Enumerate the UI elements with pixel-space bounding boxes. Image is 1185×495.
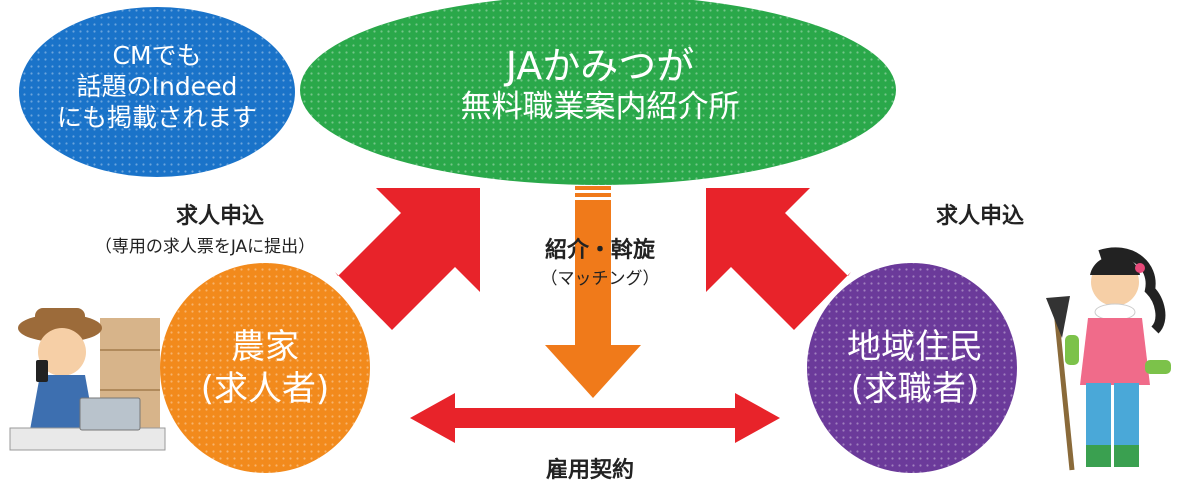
center-arrow-label: 紹介・斡旋 <box>544 238 655 263</box>
left-arrow-sublabel: （専用の求人票をJAに提出） <box>94 237 316 257</box>
indeed-bubble-text: CMでも 話題のIndeed にも掲載されます <box>32 40 282 133</box>
woman-with-hoe-illustration <box>1046 247 1171 471</box>
center-arrow-sublabel: （マッチング） <box>540 269 660 289</box>
right-up-arrow <box>706 188 851 330</box>
employer-text: 農家 (求人者) <box>165 326 365 410</box>
center-org-subtitle: 無料職業案内紹介所 <box>460 89 740 125</box>
employer-line-2: (求人者) <box>200 369 330 409</box>
indeed-line-3: にも掲載されます <box>56 103 257 132</box>
employer-line-1: 農家 <box>231 327 299 367</box>
left-up-arrow <box>335 188 480 330</box>
jobseeker-text: 地域住民 (求職者) <box>800 326 1030 410</box>
right-arrow-label: 求人申込 <box>935 204 1024 229</box>
indeed-line-2: 話題のIndeed <box>76 72 238 101</box>
employment-double-arrow <box>410 393 780 443</box>
left-arrow-label: 求人申込 <box>175 204 264 229</box>
jobseeker-line-1: 地域住民 <box>847 327 983 367</box>
indeed-line-1: CMでも <box>112 41 202 70</box>
center-down-arrow <box>545 186 641 398</box>
farmer-with-phone-illustration <box>9 308 166 451</box>
bottom-arrow-label: 雇用契約 <box>545 458 634 483</box>
center-org-name: JAかみつが <box>505 44 695 88</box>
jobseeker-line-2: (求職者) <box>850 369 980 409</box>
